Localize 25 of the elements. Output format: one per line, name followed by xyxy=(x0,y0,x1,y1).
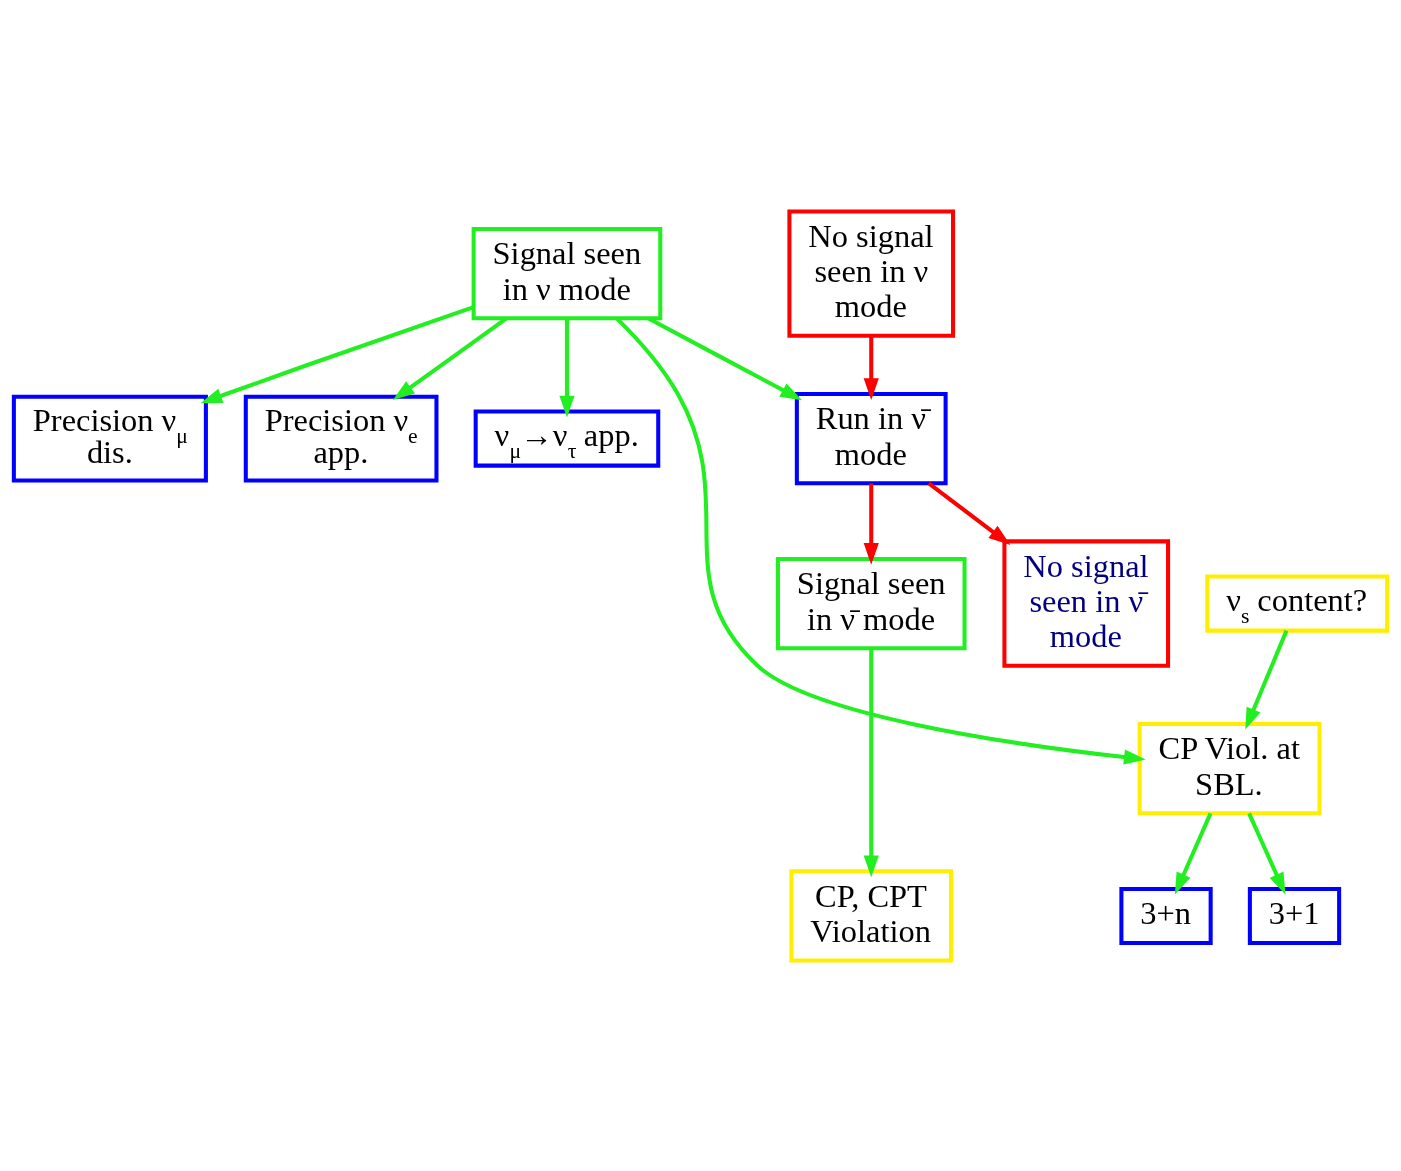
node-box: 3+n xyxy=(1119,886,1213,945)
arrow xyxy=(927,481,1011,545)
node-box: No signal seen in ν̄ mode xyxy=(1002,538,1171,668)
arrow xyxy=(863,335,879,400)
node-box: Signal seen in ν̄ mode xyxy=(775,556,967,650)
arrow xyxy=(615,316,1146,765)
arrow xyxy=(863,648,879,877)
arrow xyxy=(1245,629,1289,730)
node-box: ν$_{s}$ content? xyxy=(1205,574,1390,633)
arrow xyxy=(647,315,802,400)
node-box: Precision ν$_{μ}$ dis. xyxy=(11,394,208,483)
node-box: No signal seen in ν mode xyxy=(787,208,956,338)
node-box: CP, CPT Violation xyxy=(789,868,954,963)
arrow xyxy=(200,304,475,403)
node-box: Run in ν̄ mode xyxy=(794,391,948,485)
node-box: Signal seen in ν mode xyxy=(471,226,663,320)
arrow xyxy=(559,317,575,418)
node-box: ν$_{μ}$→ν$_{τ}$ app. xyxy=(473,409,661,468)
node-box: CP Viol. at SBL. xyxy=(1137,721,1322,815)
arrow xyxy=(1174,812,1213,895)
arrow xyxy=(863,482,879,565)
node-box: Precision ν$_{e}$ app. xyxy=(243,394,439,483)
arrow xyxy=(392,316,508,400)
arrow xyxy=(1247,812,1286,894)
node-box: 3+1 xyxy=(1247,886,1342,945)
